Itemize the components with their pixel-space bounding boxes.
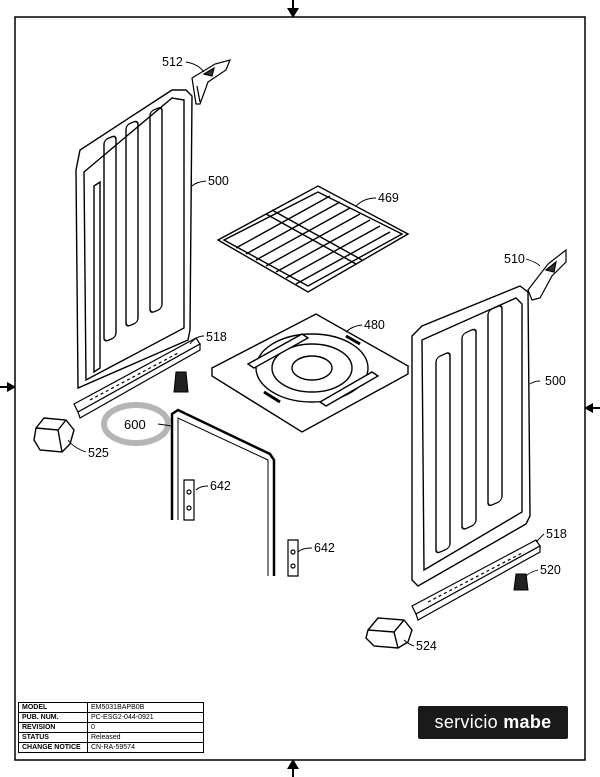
leader-lines [67, 61, 545, 647]
arrow-top-stem-icon [292, 0, 294, 9]
callout-512: 512 [162, 55, 183, 69]
part-600-front-frame [170, 408, 276, 576]
title-block-value: EM5031BAPB0B [87, 702, 204, 713]
callout-600-highlight [101, 402, 171, 446]
part-512-bracket [191, 59, 232, 105]
title-block-key: PUB. NUM. [18, 712, 88, 723]
arrow-top-icon [287, 8, 299, 18]
title-block-value: Released [87, 732, 204, 743]
title-block-key: REVISION [18, 722, 88, 733]
arrow-bottom-icon [287, 759, 299, 769]
logo-text-servicio: servicio [434, 712, 504, 732]
callout-520: 520 [540, 563, 561, 577]
callout-500-right: 500 [545, 374, 566, 388]
callout-642-lower: 642 [314, 541, 335, 555]
title-block-key: STATUS [18, 732, 88, 743]
title-block-table: MODEL EM5031BAPB0B PUB. NUM. PC-ESG2-044… [18, 702, 204, 753]
arrow-bottom-stem-icon [292, 768, 294, 777]
callout-600: 600 [124, 417, 146, 432]
arrow-right-icon [584, 403, 593, 413]
callout-518-right: 518 [546, 527, 567, 541]
part-510-bracket [527, 248, 567, 301]
arrow-left-stem-icon [0, 386, 8, 388]
part-500-left-side-panel [75, 89, 193, 390]
title-block-row: PUB. NUM. PC-ESG2-044-0921 [18, 712, 204, 723]
part-500-right-side-panel [411, 285, 531, 587]
part-480-bottom-panel [210, 313, 410, 433]
part-518-right-rail [411, 539, 541, 621]
title-block-value: CN-RA-59574 [87, 742, 204, 753]
part-520-clip [513, 573, 529, 591]
part-642-upper-hinge [183, 479, 195, 521]
title-block-key: MODEL [18, 702, 88, 713]
part-518-left-rail [73, 337, 201, 419]
title-block-row: CHANGE NOTICE CN-RA-59574 [18, 742, 204, 753]
drawing-frame [14, 16, 586, 761]
callout-524: 524 [416, 639, 437, 653]
logo-text-mabe: mabe [503, 712, 552, 732]
servicio-mabe-logo: servicio mabe [418, 706, 568, 739]
callout-469: 469 [378, 191, 399, 205]
callout-518-left: 518 [206, 330, 227, 344]
title-block-row: STATUS Released [18, 732, 204, 743]
title-block-value: 0 [87, 722, 204, 733]
callout-642-upper: 642 [210, 479, 231, 493]
title-block-key: CHANGE NOTICE [18, 742, 88, 753]
part-524-foot-right [365, 617, 413, 649]
title-block-value: PC-ESG2-044-0921 [87, 712, 204, 723]
arrow-left-icon [7, 382, 16, 392]
callout-525: 525 [88, 446, 109, 460]
arrow-right-stem-icon [592, 407, 600, 409]
callout-510: 510 [504, 252, 525, 266]
title-block-row: REVISION 0 [18, 722, 204, 733]
title-block-row: MODEL EM5031BAPB0B [18, 702, 204, 713]
callout-500-left: 500 [208, 174, 229, 188]
part-small-clip-left [173, 371, 189, 393]
part-469-grill-rack [216, 185, 410, 293]
callout-480: 480 [364, 318, 385, 332]
part-642-lower-hinge [287, 539, 299, 577]
part-525-foot-left [33, 417, 75, 453]
